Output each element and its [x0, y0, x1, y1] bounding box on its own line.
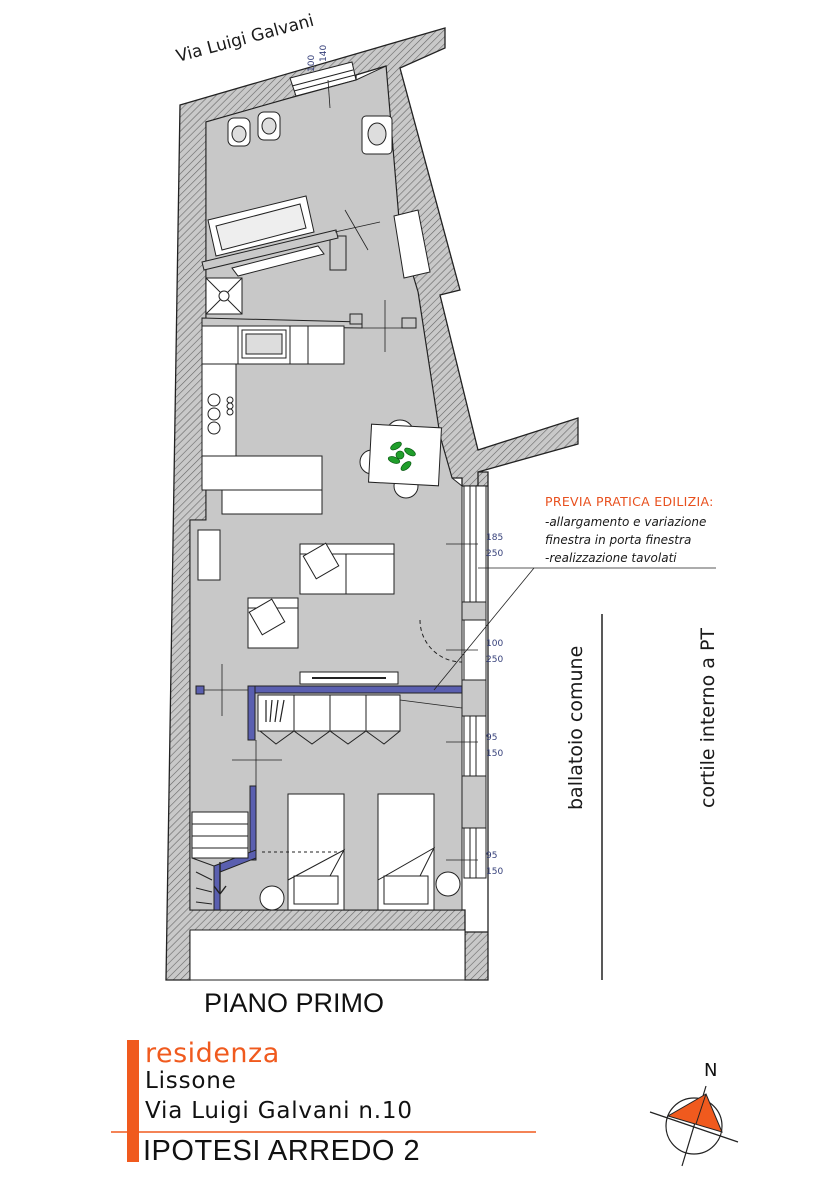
note-title: PREVIA PRATICA EDILIZIA:	[545, 494, 714, 509]
dim-window2-b: 250	[486, 655, 503, 665]
dim-window2-a: 100	[486, 639, 503, 649]
street-label: Via Luigi Galvani	[174, 11, 316, 67]
note-line-3: -realizzazione tavolati	[545, 551, 677, 565]
dim-window1-a: 185	[486, 533, 503, 543]
laundry	[205, 277, 243, 315]
address-label: Via Luigi Galvani n.10	[145, 1098, 413, 1124]
title-accent-bar	[127, 1040, 139, 1162]
residenza-label: residenza	[145, 1038, 280, 1069]
right-windows	[461, 485, 487, 879]
storage-unit	[393, 209, 431, 279]
dim-window3-b: 150	[486, 749, 503, 759]
wardrobe	[257, 671, 401, 745]
new-partition	[195, 685, 463, 911]
city-label: Lissone	[145, 1068, 237, 1094]
dim-top-a: 100	[307, 55, 317, 72]
north-label: N	[704, 1060, 717, 1081]
dim-window1-b: 250	[486, 549, 503, 559]
staircase	[191, 811, 340, 905]
dim-top-b: 140	[319, 45, 329, 62]
dining-set	[359, 419, 442, 499]
dim-window4-a: 95	[486, 851, 497, 861]
floor-title: PIANO PRIMO	[204, 988, 384, 1018]
cortile-label: cortile interno a PT	[697, 628, 719, 808]
note-line-1: -allargamento e variazione	[545, 515, 706, 529]
hypothesis-label: IPOTESI ARREDO 2	[143, 1135, 420, 1167]
kitchen	[201, 325, 345, 515]
dim-window3-a: 95	[486, 733, 497, 743]
ballatoio-label: ballatoio comune	[565, 646, 587, 810]
note-line-2: finestra in porta finestra	[545, 533, 691, 547]
hall-cabinet	[231, 245, 325, 277]
north-arrow-icon	[649, 1085, 739, 1167]
dim-window4-b: 150	[486, 867, 503, 877]
living	[197, 529, 463, 663]
bathroom	[207, 111, 431, 279]
